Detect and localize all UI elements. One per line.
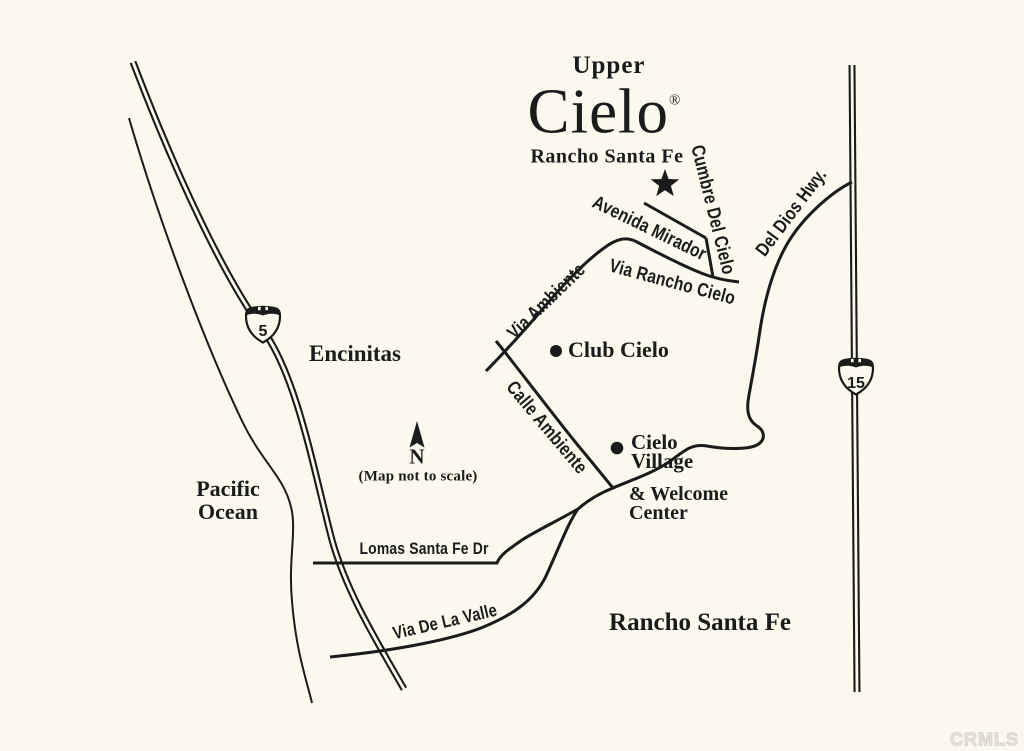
star-icon bbox=[650, 169, 680, 197]
title-subtitle: Rancho Santa Fe bbox=[530, 145, 684, 168]
title-upper: Upper bbox=[572, 52, 646, 79]
compass-north-label: N bbox=[409, 444, 425, 469]
via-ambiente-rancho-cielo-road bbox=[484, 237, 740, 373]
club-cielo-dot-icon bbox=[550, 345, 562, 357]
map-scale-note: (Map not to scale) bbox=[358, 468, 478, 485]
title-main-text: Cielo bbox=[527, 76, 670, 147]
pacific-coastline bbox=[128, 117, 313, 704]
label-pacific-ocean: Pacific Ocean bbox=[196, 476, 260, 524]
north-arrow-icon bbox=[409, 421, 425, 448]
title-main: Cielo® bbox=[528, 80, 681, 144]
cielo-village-dot-icon bbox=[610, 441, 624, 455]
interstate-5-number: 5 bbox=[259, 323, 268, 340]
label-lomas-santa-fe-dr: Lomas Santa Fe Dr bbox=[359, 539, 489, 558]
interstate-5-shield: 5 bbox=[244, 305, 282, 344]
lomas-santa-fe-road bbox=[313, 507, 579, 565]
label-cielo-village: Cielo Village bbox=[631, 430, 694, 473]
label-welcome-center: & Welcome Center bbox=[629, 483, 729, 524]
registered-mark: ® bbox=[669, 92, 681, 109]
crmls-watermark: CRMLS bbox=[950, 729, 1019, 750]
label-rancho-santa-fe: Rancho Santa Fe bbox=[609, 609, 791, 636]
interstate-15-shield: 15 bbox=[837, 357, 875, 396]
del-dios-hwy-road bbox=[329, 180, 853, 659]
label-club-cielo: Club Cielo bbox=[568, 337, 669, 362]
cumbre-del-cielo-road bbox=[704, 237, 715, 278]
avenida-mirador-road bbox=[643, 201, 707, 240]
interstate-5-road bbox=[129, 60, 408, 691]
label-encinitas: Encinitas bbox=[308, 341, 402, 366]
interstate-15-number: 15 bbox=[847, 375, 865, 392]
calle-ambiente-road bbox=[494, 340, 615, 489]
